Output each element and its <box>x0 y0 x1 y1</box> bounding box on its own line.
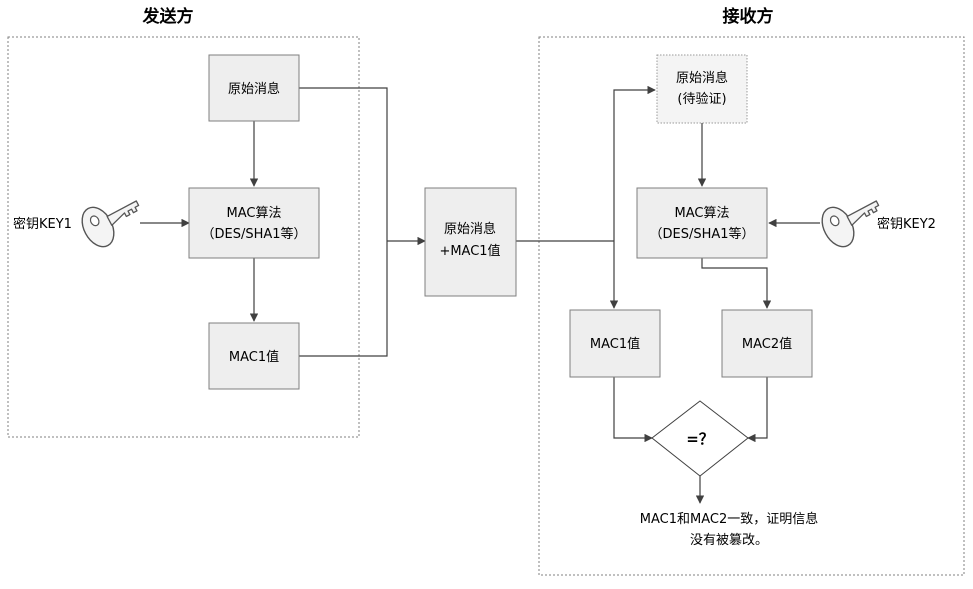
sender-mac1-label: MAC1值 <box>229 349 279 365</box>
sender-mac1-box: MAC1值 <box>208 322 300 390</box>
compare-label: =？ <box>686 430 714 448</box>
receiver-mac-alg-line2: （DES/SHA1等） <box>649 226 754 242</box>
transmitted-box: 原始消息 +MAC1值 <box>424 187 517 297</box>
transmitted-line2: +MAC1值 <box>439 243 500 259</box>
conclusion-line1: MAC1和MAC2一致，证明信息 <box>640 511 818 527</box>
line-msg-to-bus <box>299 87 388 241</box>
arrow-mac2-to-compare <box>747 377 768 443</box>
sender-mac-alg-line2: （DES/SHA1等） <box>201 226 306 242</box>
receiver-mac1-box: MAC1值 <box>569 309 661 378</box>
receiver-mac2-box: MAC2值 <box>721 309 813 378</box>
receiver-mac1-label: MAC1值 <box>590 336 640 352</box>
receiver-title: 接收方 <box>723 6 774 27</box>
sender-region <box>7 36 360 438</box>
receiver-mac-alg-box: MAC算法 （DES/SHA1等） <box>636 187 768 259</box>
sender-message-label: 原始消息 <box>228 81 280 97</box>
arrow-mac-alg-to-mac2 <box>701 258 772 309</box>
receiver-verify-line2: (待验证) <box>677 91 726 107</box>
receiver-verify-box: 原始消息 (待验证) <box>656 54 748 124</box>
compare-diamond: =？ <box>651 400 749 477</box>
sender-mac-alg-line1: MAC算法 <box>227 206 282 221</box>
arrow-to-verify-msg <box>613 85 656 241</box>
key2-label: 密钥KEY2 <box>877 216 936 232</box>
receiver-region <box>538 36 965 576</box>
conclusion-line2: 没有被篡改。 <box>690 532 768 548</box>
arrow-mac1-to-compare <box>613 377 653 443</box>
key2-icon <box>821 200 880 248</box>
sender-message-box: 原始消息 <box>208 54 300 122</box>
receiver-mac-alg-line1: MAC算法 <box>675 206 730 221</box>
receiver-verify-line1: 原始消息 <box>676 70 728 86</box>
key1-label: 密钥KEY1 <box>13 216 72 232</box>
key1-icon <box>81 200 140 248</box>
line-mac1-to-bus <box>299 241 388 357</box>
receiver-mac2-label: MAC2值 <box>742 336 792 352</box>
sender-mac-alg-box: MAC算法 （DES/SHA1等） <box>188 187 320 259</box>
sender-title: 发送方 <box>142 6 194 27</box>
transmitted-line1: 原始消息 <box>444 221 496 237</box>
